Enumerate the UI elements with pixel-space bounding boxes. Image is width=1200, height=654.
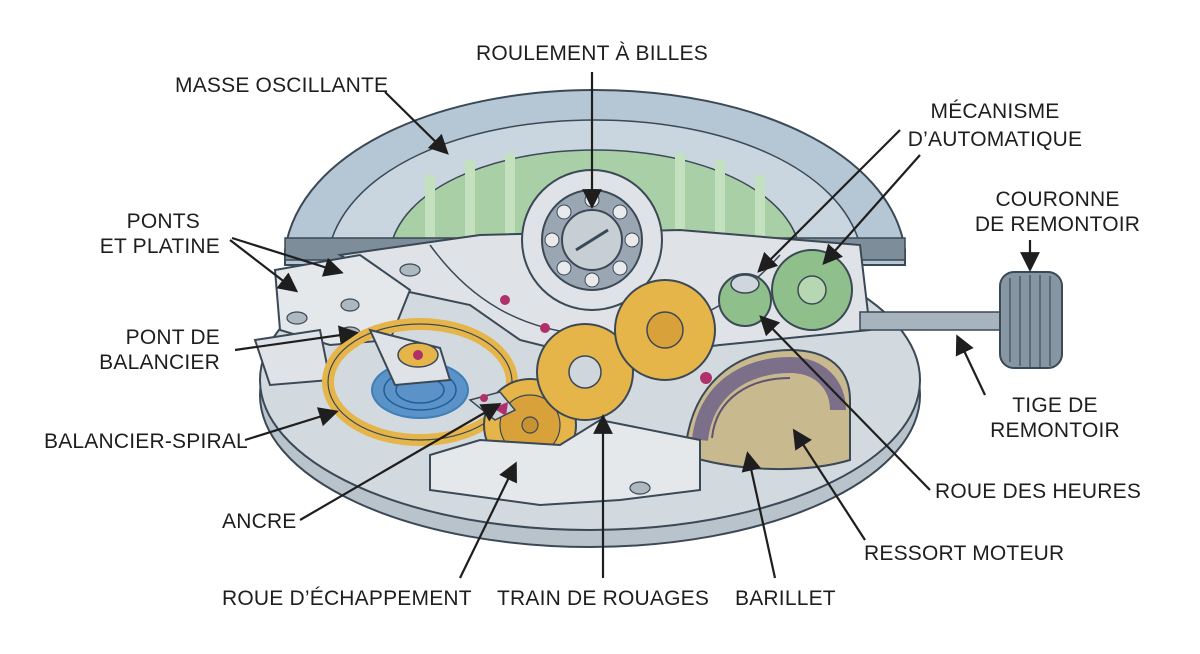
arrow-mecanisme-1 [757,129,901,273]
arrow-balancier-spiral [244,407,339,442]
balance-wheel [322,318,518,446]
label-train-rouages: TRAIN DE ROUAGES [497,587,710,610]
jewels [480,295,712,402]
winding-stem [859,311,1006,331]
label-tige-line1: TIGE DE [1012,394,1098,417]
automatic-winding-gears [718,249,853,331]
label-roue-des-heures: ROUE DES HEURES [935,480,1142,503]
gear-train [536,279,716,421]
arrow-roue-echappement [459,461,517,579]
label-ponts-line1: PONTS [126,210,200,233]
label-pont-balancier-line2: BALANCIER [99,351,220,374]
label-couronne-line1: COURONNE [995,188,1120,211]
arrow-mecanisme-2 [822,154,921,265]
label-mecanisme-line1: MÉCANISME [930,100,1060,123]
label-roue-echappement: ROUE D’ÉCHAPPEMENT [222,587,472,610]
lower-bridge [429,418,701,507]
label-ponts-line2: ET PLATINE [99,235,220,258]
label-ancre: ANCRE [222,510,297,533]
leader-lines [229,72,1040,579]
label-couronne-line2: DE REMONTOIR [974,213,1141,236]
arrow-pont-balancier [234,325,359,352]
label-roulement-a-billes: ROULEMENT À BILLES [476,42,708,65]
label-tige-line2: REMONTOIR [990,419,1120,442]
arrow-tige [955,334,986,396]
label-barillet: BARILLET [735,587,836,610]
arrow-roue-heures [759,315,931,491]
label-balancier-spiral: BALANCIER-SPIRAL [44,430,248,453]
arrow-ressort [792,428,866,541]
arrow-barillet [741,451,777,579]
label-pont-balancier-line1: PONT DE [125,326,220,349]
label-masse-oscillante: MASSE OSCILLANTE [175,74,389,97]
arrow-ponts-2 [231,236,344,277]
winding-crown [999,271,1063,369]
arrow-ponts-1 [229,239,299,293]
arrow-masse [384,91,449,155]
label-ressort-moteur: RESSORT MOTEUR [864,542,1065,565]
label-mecanisme-line2: D’AUTOMATIQUE [907,128,1083,151]
ball-bearing [521,169,663,311]
arrow-ancre [299,403,502,521]
